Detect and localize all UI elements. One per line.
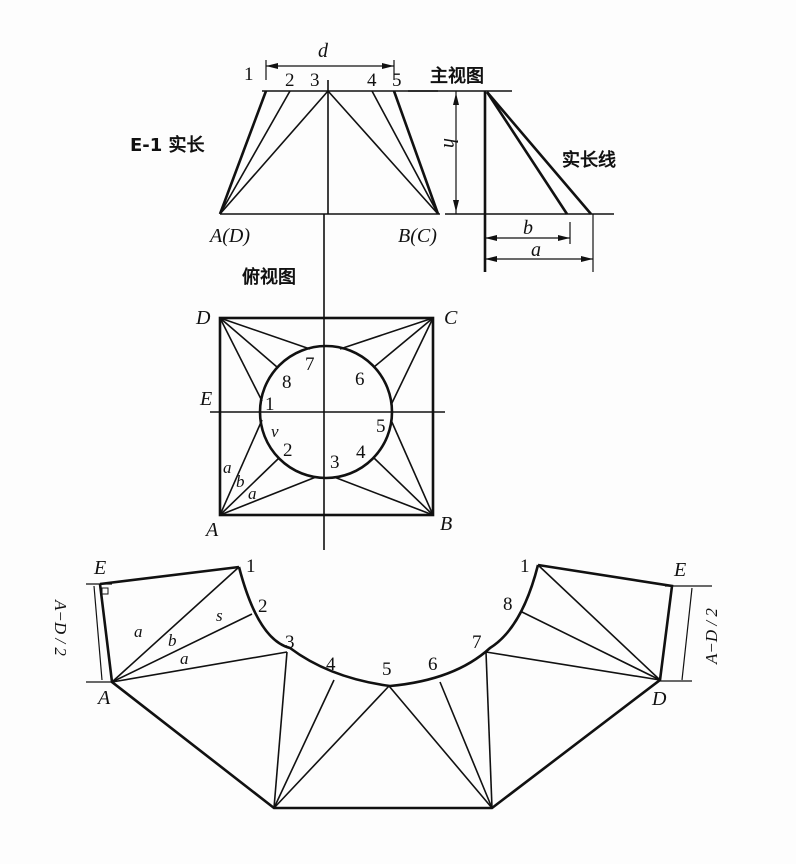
front-point-4: 4: [367, 70, 377, 91]
dev-point-1-right: 1: [520, 556, 530, 577]
circle-point-7: 7: [305, 354, 315, 375]
circle-point-4: 4: [356, 442, 366, 463]
true-length-label: 实长线: [562, 149, 616, 171]
circle-point-6: 6: [355, 369, 365, 390]
dev-point-2: 2: [258, 596, 268, 617]
dev-label-s: s: [216, 606, 223, 625]
dim-d: d: [318, 40, 329, 62]
top-view: 俯视图 D C A B E 1 2 3 4 5 6 7 8 v a b: [195, 214, 458, 550]
label-b-top: b: [236, 472, 245, 491]
front-point-3: 3: [310, 70, 320, 91]
front-view-title: 主视图: [430, 65, 484, 87]
circle-point-2: 2: [283, 440, 293, 461]
dev-label-a2: a: [180, 649, 189, 668]
dim-h: h: [439, 138, 461, 148]
dev-label-e-left: E: [93, 557, 106, 579]
label-a-top: a: [223, 458, 232, 477]
label-b-c: B(C): [398, 225, 437, 247]
label-e1-true-length: E-1 实长: [130, 134, 206, 156]
dim-b: b: [523, 217, 533, 239]
front-point-5: 5: [392, 70, 402, 91]
label-a2-top: a: [248, 484, 257, 503]
dev-label-b: b: [168, 631, 177, 650]
dev-point-5: 5: [382, 659, 392, 680]
dev-label-e-right: E: [673, 559, 686, 581]
top-view-title: 俯视图: [242, 266, 296, 288]
dim-frac-right: A−D / 2: [702, 608, 721, 665]
front-point-2: 2: [285, 70, 295, 91]
circle-point-1: 1: [265, 394, 275, 415]
dev-point-6: 6: [428, 654, 438, 675]
circle-point-5: 5: [376, 416, 386, 437]
dim-frac-left: A−D / 2: [51, 599, 70, 656]
dev-label-a1: a: [134, 622, 143, 641]
label-a-d: A(D): [208, 225, 250, 247]
corner-d: D: [195, 307, 211, 329]
front-point-1: 1: [244, 64, 254, 85]
circle-point-3: 3: [330, 452, 340, 473]
corner-b: B: [440, 513, 452, 535]
front-view: d 1 2 3 4 5 A(D) B(C) E-1 实长 主视图: [130, 40, 484, 247]
true-length-diagram: h b a 实长线: [408, 90, 616, 272]
dev-point-7: 7: [472, 632, 482, 653]
corner-c: C: [444, 307, 458, 329]
dev-label-a: A: [96, 687, 111, 709]
label-v: v: [271, 422, 279, 441]
label-e: E: [199, 388, 212, 410]
dev-point-1-left: 1: [246, 556, 256, 577]
development-pattern: A−D / 2 A−D / 2 E A 1 2 3 4 s a b a 5 6 …: [51, 556, 721, 810]
dev-label-d: D: [651, 688, 667, 710]
dev-point-3: 3: [285, 632, 295, 653]
circle-point-8: 8: [282, 372, 292, 393]
dev-point-4: 4: [326, 654, 336, 675]
dev-point-8: 8: [503, 594, 513, 615]
corner-a: A: [204, 519, 219, 541]
dim-a: a: [531, 239, 541, 261]
